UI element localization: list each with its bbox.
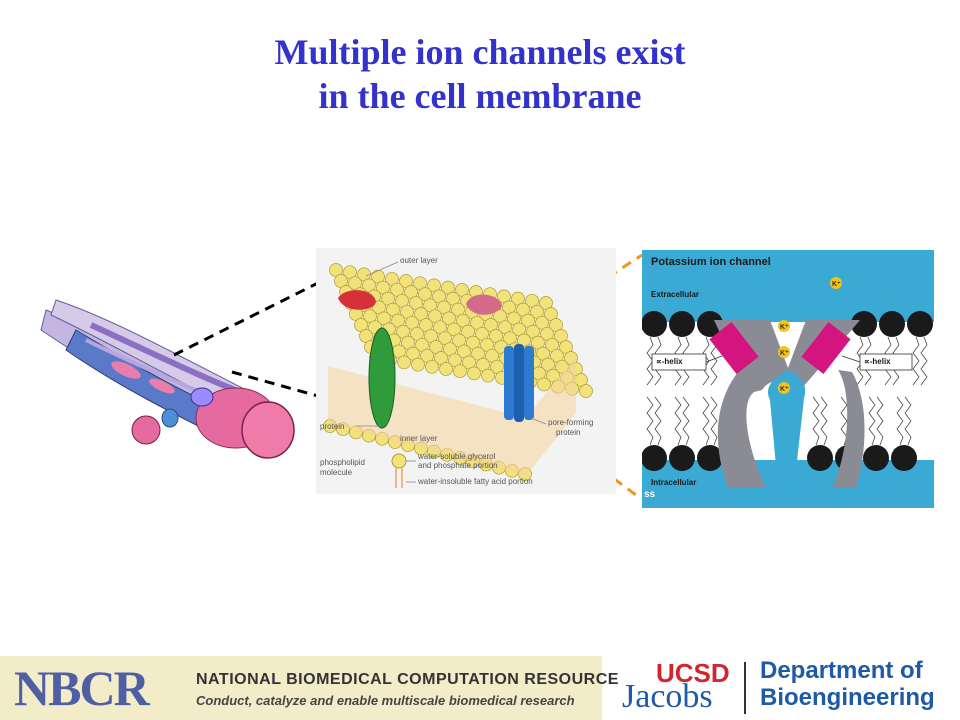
- surface-protein-pink-right: [466, 294, 502, 315]
- lipid-tail: [896, 396, 904, 446]
- k-ion-3: [778, 346, 790, 358]
- surface-protein-red-left: [338, 290, 376, 310]
- intracellular-label: Intracellular: [651, 478, 697, 487]
- potassium-ions: [778, 277, 842, 394]
- phospholipid-head: [467, 366, 481, 381]
- lipid-head: [669, 445, 695, 471]
- lipid-tail: [812, 396, 820, 446]
- protein-label: protein: [320, 422, 345, 431]
- phospholipid-head: [397, 355, 411, 370]
- helix-left-label: ∝-helix: [656, 357, 683, 366]
- lipid-head: [642, 445, 667, 471]
- phospholipid-head: [579, 384, 593, 398]
- connector-line-black-bottom: [231, 370, 319, 398]
- phospholipid-head: [425, 359, 439, 374]
- phospholipid-label-line2: molecule: [320, 468, 353, 477]
- lipid-head: [879, 311, 905, 337]
- helix-left: [709, 322, 759, 374]
- k-ion-1: [830, 277, 842, 289]
- nbcr-name: NATIONAL BIOMEDICAL COMPUTATION RESOURCE: [196, 671, 619, 688]
- lipid-head: [907, 311, 933, 337]
- helix-right-label: ∝-helix: [864, 357, 891, 366]
- phospholipid-head: [411, 357, 425, 372]
- lipid-head: [697, 445, 723, 471]
- k-ion-label-2: K⁺: [780, 324, 789, 331]
- k-ion-2: [778, 320, 790, 332]
- lipid-head: [851, 311, 877, 337]
- lipid-tail: [710, 396, 718, 446]
- lipid-tail: [654, 396, 662, 446]
- ucsd-logo: UCSD: [656, 658, 730, 688]
- channel-protein-right: [832, 370, 865, 488]
- pore-forming-label-line1: pore-forming: [548, 418, 594, 427]
- lipid-head: [669, 311, 695, 337]
- k-ion-label-3: K⁺: [780, 350, 789, 357]
- lipid-head: [891, 445, 917, 471]
- lipid-tail: [820, 396, 828, 446]
- lipid-tail: [876, 396, 884, 446]
- k-ion-4: [778, 382, 790, 394]
- k-ion-label-1: K⁺: [832, 281, 841, 288]
- outer-layer-label: outer layer: [400, 256, 438, 265]
- muscle-fiber-bundle: [40, 299, 295, 459]
- extracellular-label: Extracellular: [651, 290, 700, 299]
- glycerol-label-line2: and phosphate portion: [418, 461, 498, 470]
- lipid-tail: [912, 336, 920, 386]
- slide-title-line2: in the cell membrane: [318, 76, 642, 116]
- phospholipid-head: [453, 364, 467, 379]
- phospholipid-label-line1: phospholipid: [320, 458, 365, 467]
- department-line2: Bioengineering: [760, 684, 935, 711]
- nbcr-tagline: Conduct, catalyze and enable multiscale …: [196, 693, 575, 708]
- pore-forming-protein: [504, 344, 534, 422]
- potassium-channel-diagram: K⁺ K⁺ K⁺ K⁺: [642, 250, 934, 508]
- footer-nbcr-panel: [0, 656, 602, 720]
- jacobs-logo: Jacobs: [622, 678, 713, 715]
- lipid-head: [863, 445, 889, 471]
- helix-right: [801, 322, 851, 374]
- lipid-tail: [646, 396, 654, 446]
- footer-divider: [744, 662, 746, 714]
- lipid-tail: [904, 396, 912, 446]
- lipid-tail: [702, 396, 710, 446]
- lipid-tail: [920, 336, 928, 386]
- lipid-bilayer-diagram: [316, 248, 616, 494]
- k-ion-label-4: K⁺: [780, 386, 789, 393]
- lipid-tail: [674, 396, 682, 446]
- phospholipid-head: [537, 377, 551, 392]
- pore-forming-label-line2: protein: [556, 428, 581, 437]
- fatty-acid-label: water-insoluble fatty acid portion: [418, 477, 533, 486]
- inner-layer-label: inner layer: [400, 434, 438, 443]
- connector-line-black-top: [173, 281, 319, 357]
- glycerol-label-line1: water-soluble glycerol: [418, 452, 496, 461]
- lipid-head: [642, 311, 667, 337]
- lipid-tail: [868, 396, 876, 446]
- phospholipid-head: [481, 368, 495, 383]
- muscle-fiber-illustration: [40, 299, 295, 459]
- channel-corner-text: ss: [644, 489, 656, 500]
- lipid-head: [807, 445, 833, 471]
- nbcr-logo: NBCR: [14, 660, 150, 716]
- transmembrane-protein-green: [368, 327, 396, 429]
- lipid-tail: [682, 396, 690, 446]
- channel-title: Potassium ion channel: [651, 256, 771, 268]
- department-line1: Department of: [760, 657, 923, 684]
- lipid-head: [697, 311, 723, 337]
- slide-title-line1: Multiple ion channels exist: [274, 32, 686, 72]
- phospholipid-head: [439, 362, 453, 376]
- footer-ucsd-panel: [602, 656, 960, 720]
